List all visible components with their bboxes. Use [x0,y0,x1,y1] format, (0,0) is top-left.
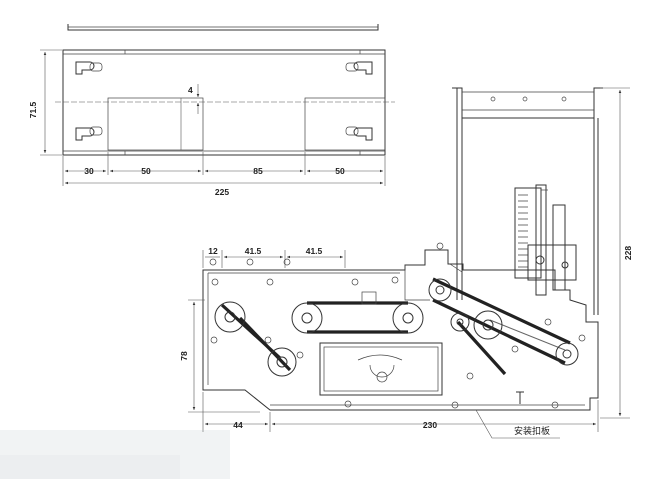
dim-225: 225 [215,187,229,197]
top-view-plate [55,24,395,156]
dim-12: 12 [208,246,218,256]
card-slot-window [319,342,443,396]
mounting-plate-callout: 安装扣板 [514,425,550,437]
dim-41-5-right: 41.5 [306,246,323,256]
keyhole-slot [345,61,373,75]
pulley [267,347,297,377]
pulley [555,342,579,366]
dim-44: 44 [233,420,243,430]
dim-85: 85 [253,166,263,176]
dim-41-5-left: 41.5 [245,246,262,256]
dim-height-228: 228 [623,246,633,260]
side-view-bracket: 228 [452,87,633,419]
front-view-dimensions: 12 41.5 41.5 78 44 230 安装扣板 [179,246,599,439]
dim-78: 78 [179,351,189,361]
keyhole-slot [75,61,103,75]
keyhole-slot [75,126,103,141]
screw-heads [209,258,586,409]
dim-30: 30 [84,166,94,176]
dim-offset-4: 4 [188,85,193,95]
pulley [450,312,470,332]
dim-230: 230 [423,420,437,430]
front-view-mechanism [202,242,599,411]
pulley [428,278,452,302]
rack-gear-assembly [514,184,577,296]
dim-50-left: 50 [141,166,151,176]
pulley [214,301,246,333]
dim-50-right: 50 [335,166,345,176]
top-view-dimensions: 71.5 4 30 50 85 50 225 [28,49,386,197]
keyhole-slot [345,126,373,141]
pulley [473,310,503,340]
dim-height-71-5: 71.5 [28,101,38,118]
pulley [392,302,424,334]
watermark-band [0,430,230,479]
pulley [291,302,323,334]
